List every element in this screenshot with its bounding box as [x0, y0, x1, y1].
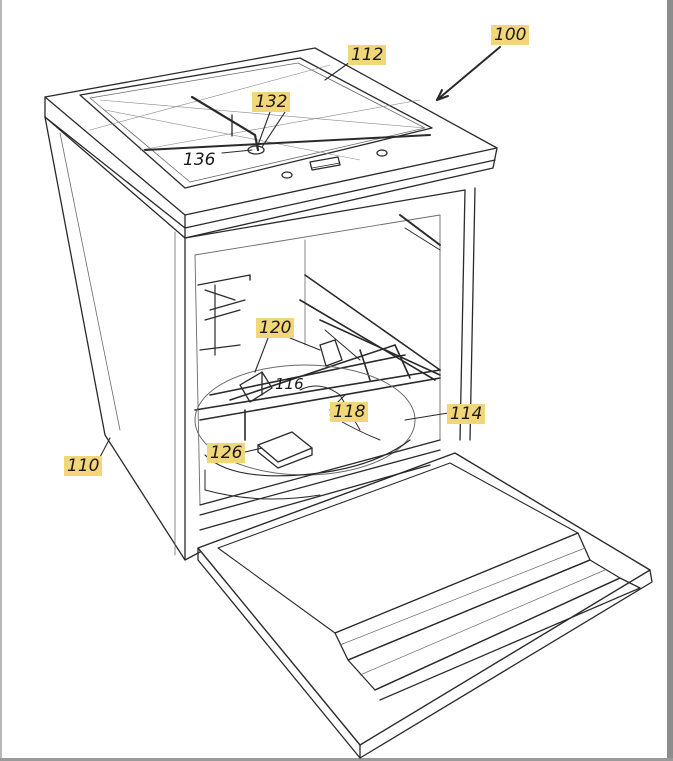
ref-label-100: 100 [491, 25, 530, 45]
top-frame [44, 47, 498, 239]
ref-label-112: 112 [348, 45, 387, 65]
frame-right-edge [667, 0, 673, 761]
ref-label-110: 110 [64, 456, 103, 476]
frame-left-edge [0, 0, 2, 761]
interior-cavity [194, 214, 441, 506]
ref-label-136: 136 [183, 150, 216, 170]
ref-label-116: 116 [275, 375, 304, 393]
ref-label-132: 132 [252, 92, 291, 112]
frame-bottom-edge [0, 758, 673, 761]
plinth [199, 439, 441, 531]
spray-arm-basin [194, 339, 416, 500]
cabinet-body [44, 116, 476, 561]
ref-label-118: 118 [330, 402, 369, 422]
open-door [197, 452, 653, 759]
leader-lines [99, 46, 501, 458]
ref-label-126: 126 [207, 443, 246, 463]
ref-label-114: 114 [447, 404, 486, 424]
dish-rack [194, 274, 441, 441]
ref-label-120: 120 [256, 318, 295, 338]
